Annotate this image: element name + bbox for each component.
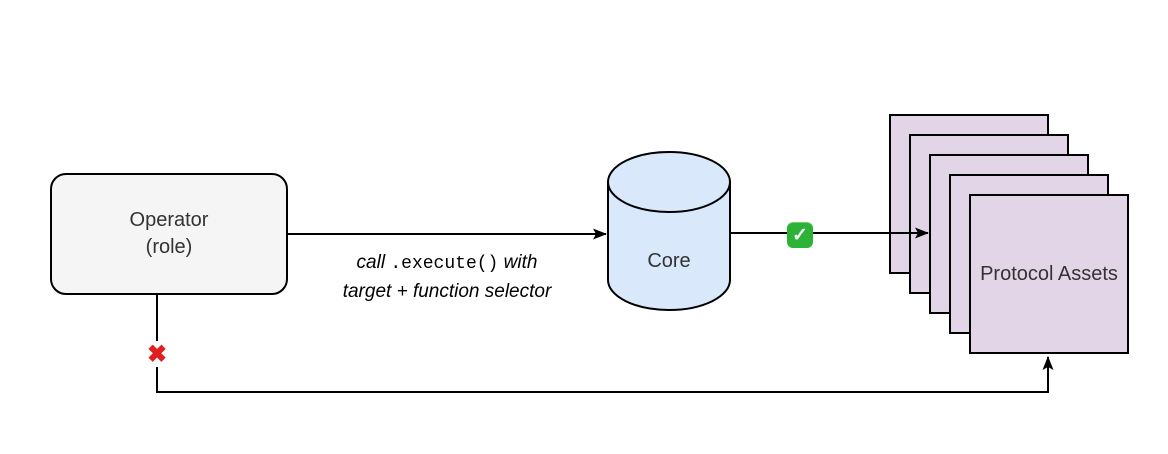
edge-label-line1: call .execute() with	[277, 249, 617, 278]
node-core-shape	[607, 151, 731, 311]
edge-label-execute: call .execute() with target + function s…	[277, 249, 617, 305]
edge-label-line2: target + function selector	[342, 281, 552, 302]
operator-label-line2: (role)	[145, 236, 193, 258]
node-operator: Operator (role)	[50, 173, 288, 295]
blocked-cross-icon: ✖	[144, 340, 170, 368]
cross-glyph: ✖	[146, 340, 168, 368]
check-glyph: ✓	[792, 224, 808, 246]
edge-label-with: with	[503, 252, 538, 273]
protocol-assets-label: Protocol Assets	[980, 262, 1118, 285]
core-label: Core	[647, 250, 691, 272]
edge-label-code: .execute()	[390, 254, 499, 274]
edge-label-call: call	[356, 252, 386, 273]
operator-label-line1: Operator	[129, 209, 209, 231]
node-protocol-assets: Protocol Assets	[969, 194, 1129, 354]
success-check-icon: ✓	[787, 222, 813, 248]
arrow-blocked-path	[156, 295, 1054, 393]
